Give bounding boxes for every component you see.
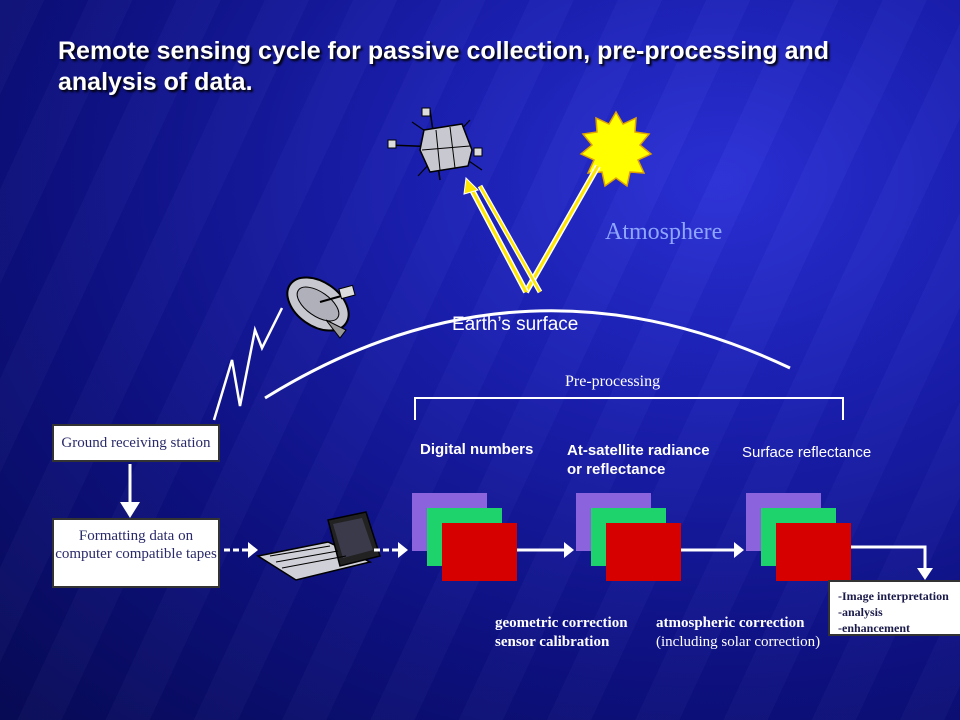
stage-at-satellite-line2: or reflectance: [567, 461, 666, 478]
output-enhancement: -enhancement: [838, 621, 910, 635]
arrow-down-icon: [120, 502, 140, 518]
ground-station-label: Ground receiving station: [61, 435, 211, 451]
layer-red: [442, 523, 517, 581]
output-analysis: -analysis: [838, 605, 883, 619]
formatting-box: Formatting data on computer compatible t…: [52, 518, 220, 588]
preprocessing-bracket: [414, 397, 844, 420]
process-arrows: [224, 542, 933, 580]
laptop-icon: [256, 511, 381, 581]
stage-surface-reflectance-label: Surface reflectance: [742, 444, 872, 461]
geometric-correction-label: geometric correction sensor calibration: [495, 614, 628, 652]
preprocessing-label: Pre-processing: [565, 373, 661, 390]
stage-at-satellite-line1: At-satellite radiance: [567, 442, 710, 459]
layer-red: [606, 523, 681, 581]
earth-surface-arc: [264, 309, 791, 400]
atmospheric-line1: atmospheric correction: [656, 615, 805, 631]
satellite-icon: [387, 107, 483, 181]
layer-red: [776, 523, 851, 581]
satellite-dish-icon: [286, 276, 356, 339]
downlink-signal: [212, 307, 284, 421]
stage-digital-numbers-label: Digital numbers: [420, 441, 534, 458]
formatting-label: Formatting data on computer compatible t…: [55, 528, 217, 562]
stage-at-satellite-label: At-satellite radiance or reflectance: [567, 441, 710, 479]
atmospheric-line2: (including solar correction): [656, 634, 821, 650]
geometric-line1: geometric correction: [495, 615, 628, 631]
atmosphere-label: Atmosphere: [605, 219, 723, 245]
atmospheric-correction-label: atmospheric correction (including solar …: [656, 614, 820, 652]
earth-surface-label: Earth’s surface: [452, 314, 579, 335]
slide-title: Remote sensing cycle for passive collect…: [58, 37, 830, 96]
ground-station-box: Ground receiving station: [52, 424, 220, 462]
outputs-box: -Image interpretation -analysis -enhance…: [828, 580, 960, 636]
output-interpretation: -Image interpretation: [838, 589, 949, 603]
geometric-line2: sensor calibration: [495, 634, 610, 650]
